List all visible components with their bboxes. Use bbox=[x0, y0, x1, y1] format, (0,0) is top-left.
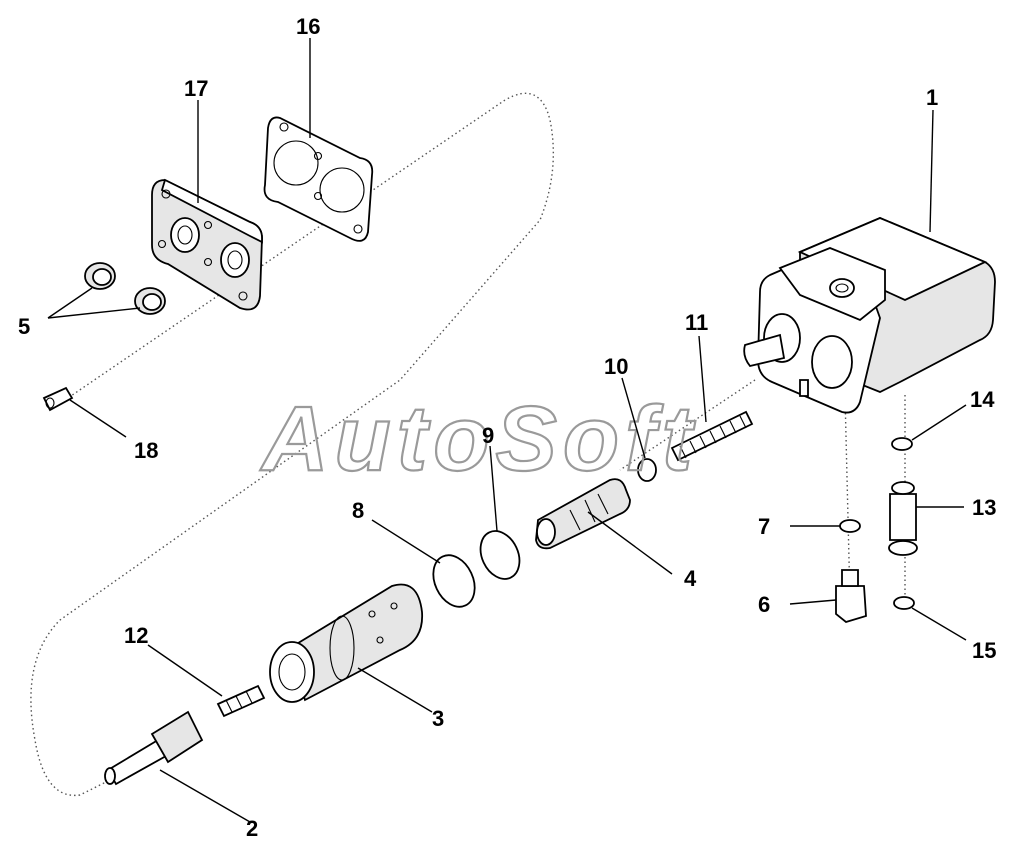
callout-1: 1 bbox=[926, 85, 938, 110]
part-10-o-ring bbox=[637, 458, 657, 482]
callout-7: 7 bbox=[758, 514, 770, 539]
leader-lines bbox=[47, 38, 967, 823]
callout-numbers: 1 2 3 4 5 6 7 8 9 10 11 12 13 14 15 16 1… bbox=[18, 14, 996, 841]
assembly-guide-loop bbox=[30, 92, 555, 797]
callout-15: 15 bbox=[972, 638, 996, 663]
callout-2: 2 bbox=[246, 816, 258, 841]
callout-18: 18 bbox=[134, 438, 158, 463]
callout-8: 8 bbox=[352, 498, 364, 523]
part-11-spring bbox=[670, 410, 754, 462]
part-4-spool bbox=[535, 478, 631, 550]
callout-13: 13 bbox=[972, 495, 996, 520]
part-12-spring bbox=[216, 684, 266, 718]
part-3-sleeve bbox=[269, 583, 423, 703]
part-8-o-ring bbox=[432, 554, 476, 608]
callout-5: 5 bbox=[18, 314, 30, 339]
part-1-valve-body bbox=[743, 217, 996, 414]
callout-6: 6 bbox=[758, 592, 770, 617]
part-5-seal-lower bbox=[134, 287, 166, 315]
callout-9: 9 bbox=[482, 423, 494, 448]
part-16-gasket bbox=[263, 116, 374, 242]
part-7-o-ring bbox=[839, 519, 861, 533]
callout-17: 17 bbox=[184, 76, 208, 101]
part-13-fitting bbox=[888, 481, 918, 556]
part-9-o-ring bbox=[479, 530, 521, 580]
part-18-screw bbox=[42, 386, 74, 412]
callout-12: 12 bbox=[124, 623, 148, 648]
callout-11: 11 bbox=[685, 310, 708, 335]
assembly-guide-line-right bbox=[619, 379, 906, 601]
watermark: AutoSoft bbox=[260, 388, 698, 490]
callout-3: 3 bbox=[432, 706, 444, 731]
part-5-seal-upper bbox=[84, 262, 116, 290]
part-2-plug bbox=[104, 710, 204, 786]
part-6-nipple bbox=[835, 569, 867, 623]
part-17-cover-plate bbox=[151, 178, 263, 311]
callout-4: 4 bbox=[684, 566, 697, 591]
callout-16: 16 bbox=[296, 14, 320, 39]
part-15-o-ring bbox=[893, 596, 915, 610]
part-14-o-ring bbox=[891, 437, 913, 451]
callout-14: 14 bbox=[970, 387, 995, 412]
callout-10: 10 bbox=[604, 354, 628, 379]
